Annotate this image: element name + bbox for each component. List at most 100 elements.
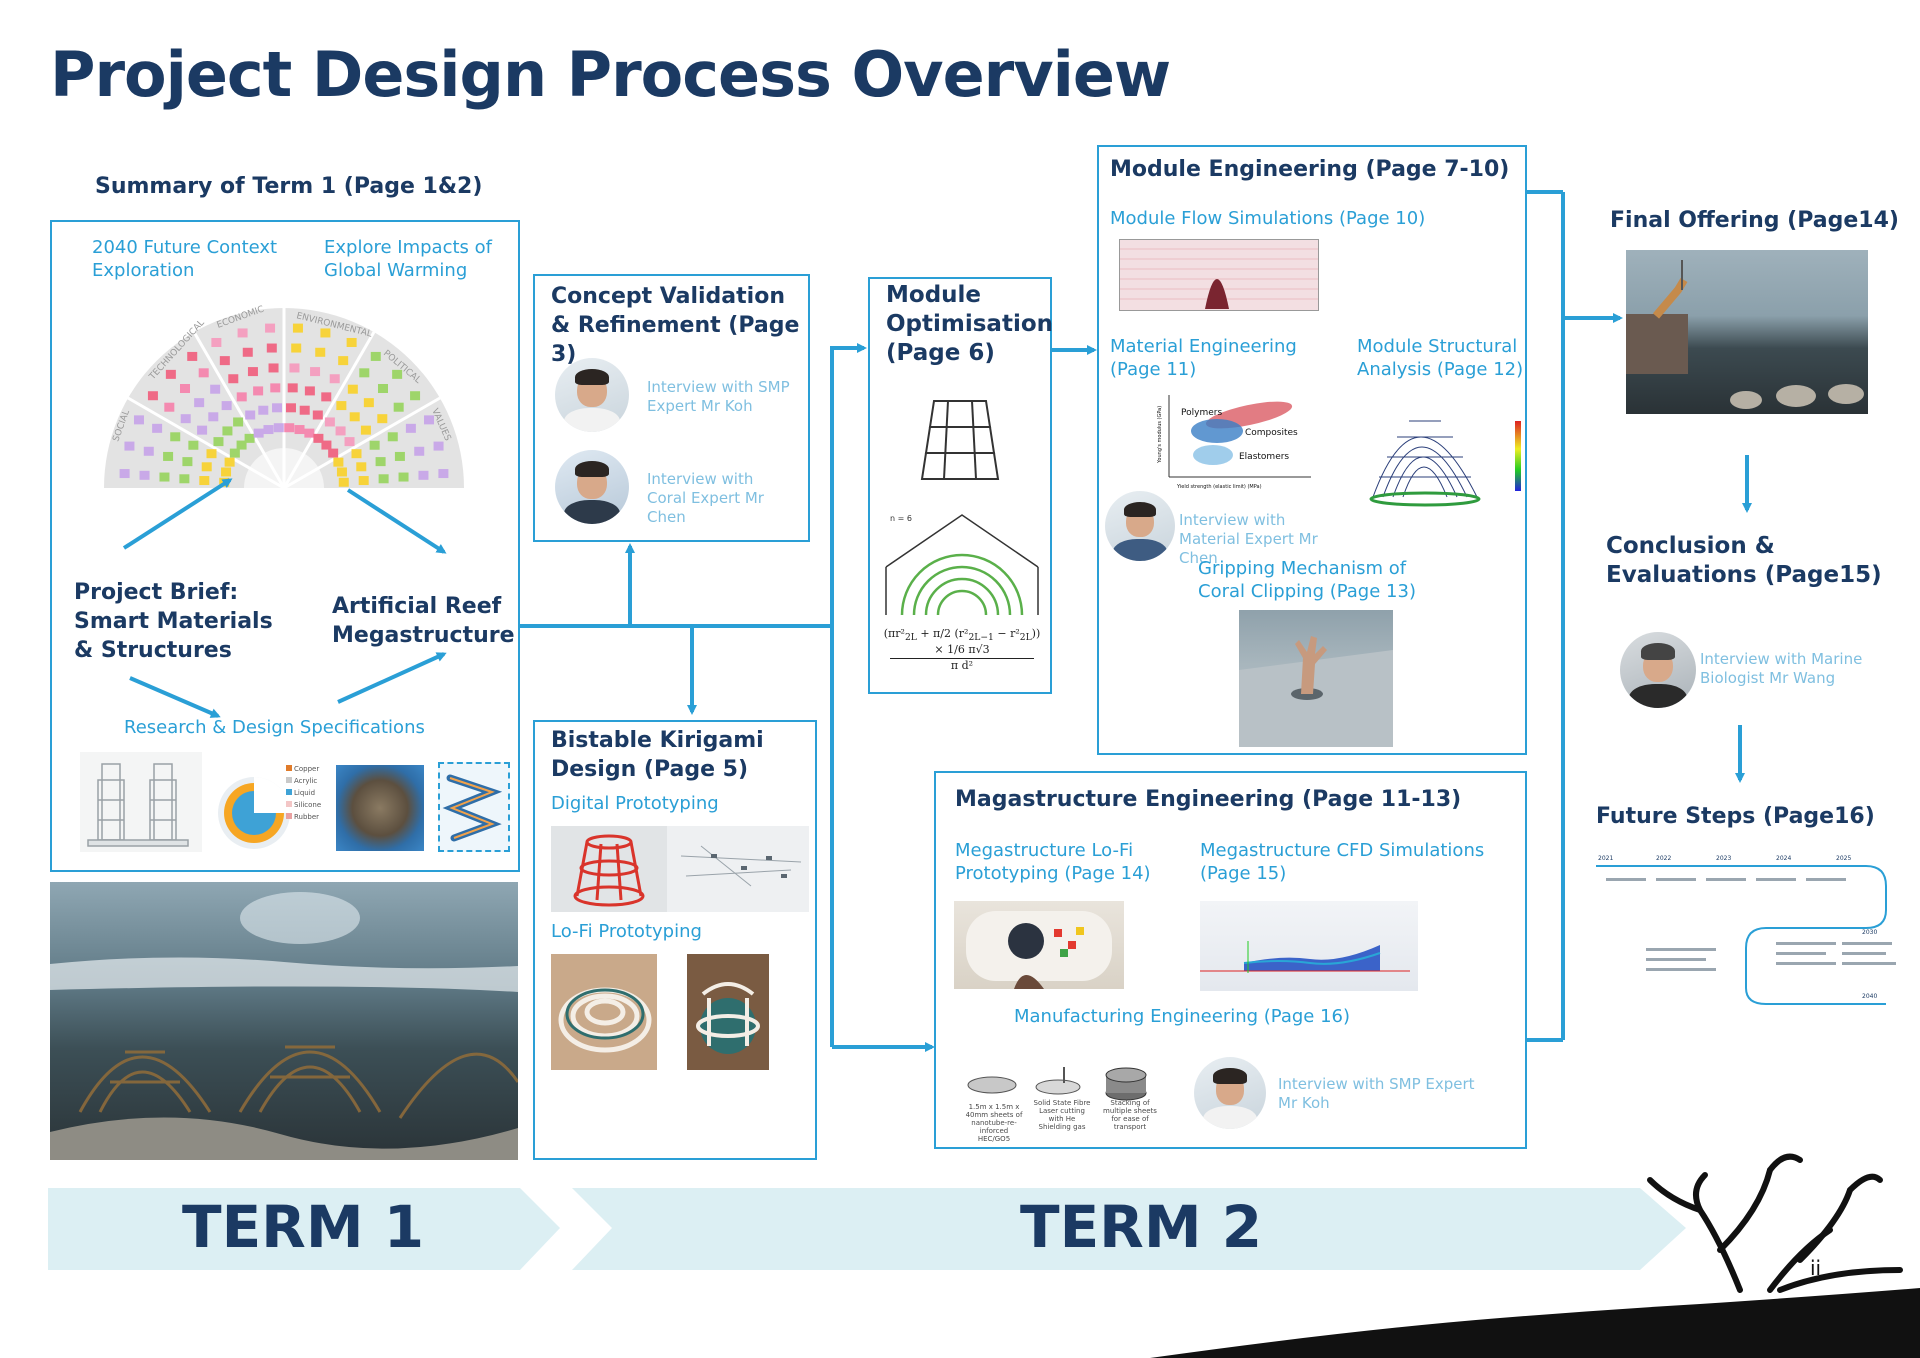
steep-fan-chart: SOCIAL TECHNOLOGICAL ECONOMIC ENVIRONMEN… [104,304,464,488]
global-warming-label: Explore Impacts of Global Warming [324,237,492,281]
page-title: Project Design Process Overview [50,38,1171,111]
spring-structure-image [438,762,510,852]
final-offering-heading: Final Offering (Page14) [1610,208,1899,233]
sticky-note [336,467,347,477]
sticky-note [338,356,349,366]
project-brief-label: Project Brief: Smart Materials & Structu… [74,580,273,663]
sticky-note [299,405,310,415]
tower-prototype-image [80,752,202,852]
sticky-note [304,386,315,396]
ashby-x-axis-label: Yield strength (elastic limit) (MPa) [1176,484,1262,490]
sticky-note [244,433,255,443]
sticky-note [313,433,324,443]
mega-cfd-image [1200,901,1418,991]
interview-koh-label: Interview with SMP Expert Mr Koh [647,378,790,415]
formula-n-label: n = 6 [890,514,912,523]
sticky-note [221,467,232,477]
sticky-note [245,410,256,420]
ashby-chart: Polymers Composites Elastomers Yield str… [1153,391,1315,491]
sticky-note [360,425,371,435]
timeline-year-label: 2024 [1776,855,1791,862]
sticky-note [370,351,381,361]
sticky-note [304,428,315,438]
sticky-note [312,410,323,420]
timeline-year-label: 2023 [1716,855,1731,862]
kirigami-box: Bistable Kirigami Design (Page 5) Digita… [533,720,817,1160]
coral-clipping-image [1239,610,1393,747]
kirigami-ball-model-image [687,954,769,1070]
sticky-note [139,470,150,480]
sticky-note [292,323,303,333]
sticky-note [187,351,198,361]
sticky-note [233,417,244,427]
future-steps-heading: Future Steps (Page16) [1596,804,1875,829]
structural-mesh-image [1357,397,1525,509]
optimisation-arc-diagram: n = 6 [880,507,1044,617]
sticky-note [242,347,253,357]
timeline-year-label: 2021 [1598,855,1613,862]
sticky-note [356,462,367,472]
sticky-note [180,414,191,424]
conclusion-heading: Conclusion & Evaluations (Page15) [1606,533,1882,588]
sticky-note [315,347,326,357]
sticky-note [375,457,386,467]
sticky-note [143,446,154,456]
context-exploration-label: 2040 Future Context Exploration [92,237,278,281]
sticky-note [284,423,295,433]
timeline-year-label: 2040 [1862,993,1877,1000]
interview-material-expert-label: Interview with Material Expert Mr Chen [1179,511,1318,567]
sticky-note [199,476,210,486]
sticky-note [344,437,355,447]
sticky-note [164,402,175,412]
structural-analysis-label: Module Structural Analysis (Page 12) [1357,336,1524,380]
kirigami-heading: Bistable Kirigami Design (Page 5) [551,728,764,782]
sticky-note [206,449,217,459]
manufacturing-step-1: 1.5m x 1.5m x 40mm sheets of nanotube-re… [965,1103,1023,1143]
sticky-note [188,440,199,450]
term2-label: TERM 2 [1020,1193,1263,1261]
avatar-material-expert [1105,491,1175,561]
sticky-note [247,367,258,377]
flow-simulation-image [1119,239,1319,311]
sticky-note [265,323,276,333]
sticky-note [335,426,346,436]
sticky-note [222,426,233,436]
artificial-reef-label: Artificial Reef Megastructure [332,594,515,648]
interview-marine-biologist-label: Interview with Marine Biologist Mr Wang [1700,650,1863,687]
sticky-note [224,457,235,467]
mega-cfd-label: Megastructure CFD Simulations (Page 15) [1200,840,1485,884]
interview-chen-label: Interview with Coral Expert Mr Chen [647,470,764,526]
flow-simulations-label: Module Flow Simulations (Page 10) [1110,208,1426,229]
optimisation-heading: Module Optimisation (Page 6) [886,282,1054,366]
sticky-note [180,384,191,394]
sticky-note [253,386,264,396]
sticky-note [229,448,240,458]
timeline-year-label: 2022 [1656,855,1671,862]
sticky-note [253,428,264,438]
sticky-note [294,425,305,435]
sticky-note [179,474,190,484]
sticky-note [208,412,219,422]
lofi-prototyping-label: Lo-Fi Prototyping [551,921,702,942]
concept-heading: Concept Validation & Refinement (Page 3) [551,284,800,367]
sticky-note [410,391,421,401]
optimisation-formula: (πr²2L + π/2 (r²2L−1 − r²2L)) × 1/6 π√3 … [883,627,1041,673]
ashby-elastomers-label: Elastomers [1239,452,1289,462]
mega-lofi-label: Megastructure Lo-Fi Prototyping (Page 14… [955,840,1151,884]
sticky-note [272,403,283,413]
avatar-mr-chen [555,450,629,524]
sticky-note [152,423,163,433]
sticky-note [377,384,388,394]
optimisation-box: Module Optimisation (Page 6) n = 6 (πr²2… [868,277,1054,694]
sticky-note [198,368,209,378]
kirigami-paper-model-image [551,954,657,1070]
sticky-note [285,403,296,413]
sticky-note [211,337,222,347]
sticky-note [320,328,331,338]
legend-acrylic: Acrylic [294,777,318,785]
sticky-note [165,369,176,379]
manufacturing-steps-icons [967,1067,1147,1101]
sphere-prototype-image [336,765,424,851]
